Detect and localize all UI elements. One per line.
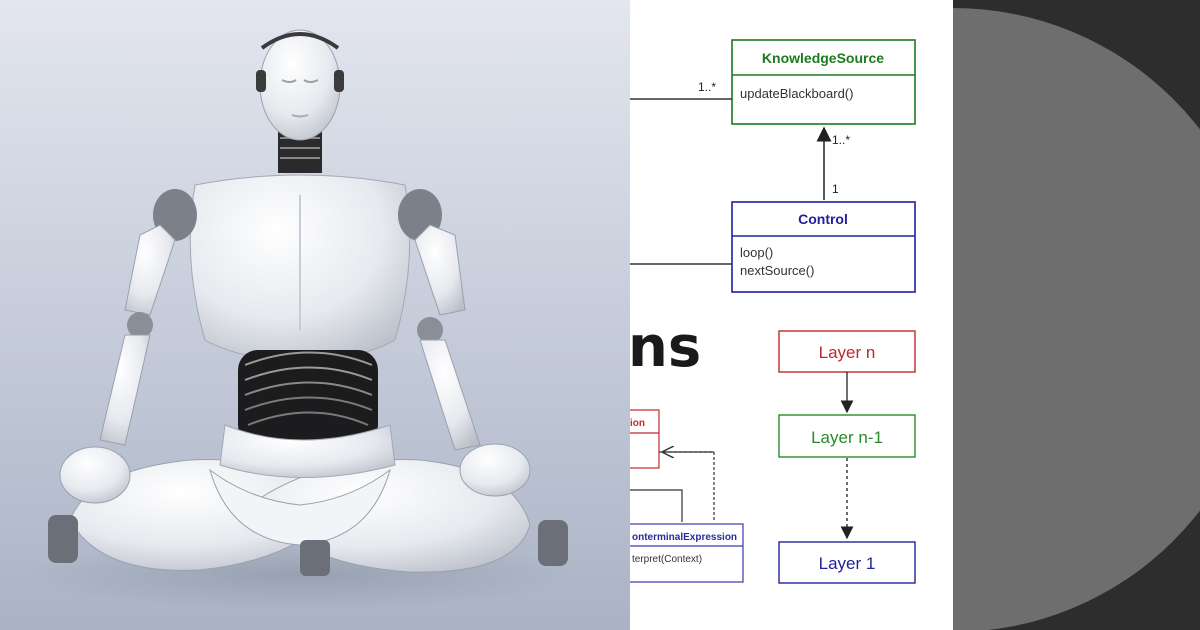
multiplicity-control-top: 1 — [832, 182, 839, 196]
robot-left-hand — [59, 446, 131, 504]
fragment-dashed-link — [659, 451, 715, 522]
layer-n-1-box: Layer n-1 — [778, 414, 916, 458]
decorative-dark-panel — [953, 0, 1200, 630]
robot-abdomen-wires — [238, 350, 378, 445]
decorative-circle — [953, 8, 1200, 630]
robot-left-foot — [48, 515, 78, 563]
robot-shin — [209, 468, 391, 546]
fragment-red-class: ion — [630, 409, 660, 469]
knowledge-source-method: updateBlackboard() — [740, 86, 853, 101]
robot-right-upper-arm — [414, 224, 466, 316]
robot-right-elbow — [417, 317, 443, 343]
fragment-solid-link — [630, 489, 683, 522]
architecture-diagram: KnowledgeSource updateBlackboard() 1..* … — [630, 0, 953, 630]
control-title: Control — [798, 211, 848, 227]
knowledge-source-class: KnowledgeSource updateBlackboard() — [731, 39, 916, 125]
robot-headband — [260, 32, 340, 50]
multiplicity-left-top: 1..* — [698, 80, 716, 94]
partial-heading: ns — [630, 315, 701, 380]
robot-photo — [0, 0, 630, 630]
robot-right-forearm — [419, 339, 481, 451]
control-class: Control loop() nextSource() — [731, 201, 916, 293]
fragment-blue-class: onterminalExpression terpret(Context) — [630, 523, 744, 583]
robot-hips — [219, 424, 396, 478]
control-method-next-source: nextSource() — [740, 263, 814, 278]
robot-left-shoulder — [153, 189, 197, 241]
layer-n-label: Layer n — [819, 343, 876, 362]
control-method-loop: loop() — [740, 245, 773, 260]
robot-left-elbow — [127, 312, 153, 338]
meditating-robot-icon — [0, 0, 630, 630]
robot-head — [259, 29, 341, 141]
robot-closed-eyes — [281, 79, 319, 83]
fragment-blue-method: terpret(Context) — [632, 554, 702, 565]
robot-ankle — [300, 540, 330, 576]
multiplicity-ks-bottom: 1..* — [832, 133, 850, 147]
robot-right-hand — [459, 443, 531, 497]
layer-n-1-label: Layer n-1 — [811, 428, 883, 447]
fragment-red-title: ion — [630, 418, 645, 429]
robot-right-foot — [538, 520, 568, 566]
layer-1-box: Layer 1 — [778, 541, 916, 584]
robot-left-forearm — [99, 334, 151, 446]
layer-1-label: Layer 1 — [819, 554, 876, 573]
knowledge-source-title: KnowledgeSource — [762, 50, 884, 66]
diagram-canvas: KnowledgeSource updateBlackboard() 1..* … — [630, 39, 916, 584]
decorative-circle-graphic — [953, 0, 1200, 630]
fragment-blue-title: onterminalExpression — [632, 532, 737, 543]
layer-n-box: Layer n — [778, 330, 916, 373]
